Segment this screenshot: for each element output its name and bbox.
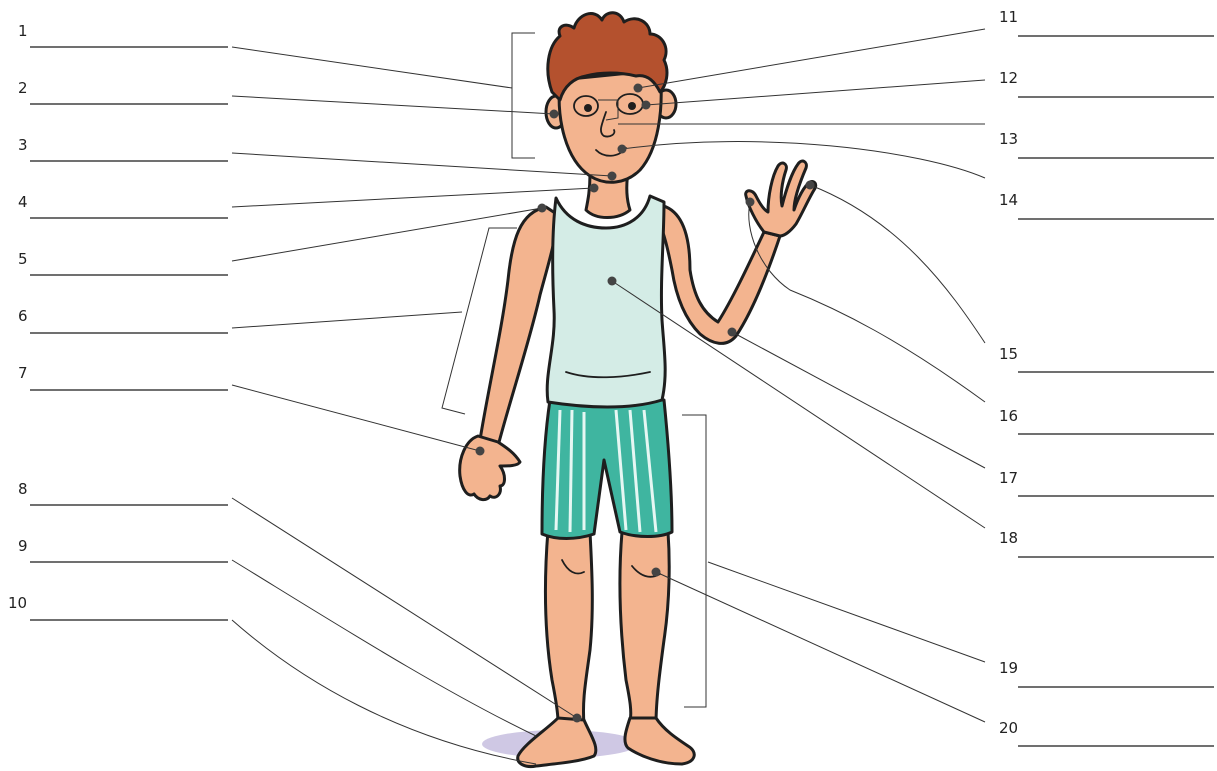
left-answer-blanks <box>30 47 228 620</box>
head-bracket <box>512 33 535 158</box>
pointer-dot-15 <box>806 181 815 190</box>
right-leg <box>620 532 669 724</box>
pointer-dot-20 <box>652 568 661 577</box>
leader-line-3 <box>232 153 612 176</box>
leg-bracket <box>682 415 706 707</box>
pointer-dot-4 <box>590 184 599 193</box>
label-number-1: 1 <box>18 22 28 40</box>
label-number-16: 16 <box>999 407 1018 425</box>
tank-top <box>547 196 665 407</box>
left-leg <box>545 530 592 724</box>
leader-line-5 <box>232 208 542 261</box>
label-number-15: 15 <box>999 345 1018 363</box>
boy-illustration <box>460 13 816 767</box>
label-number-5: 5 <box>18 250 28 268</box>
label-number-20: 20 <box>999 719 1018 737</box>
label-number-18: 18 <box>999 529 1018 547</box>
pointer-dot-2 <box>550 110 559 119</box>
label-number-3: 3 <box>18 136 28 154</box>
label-number-2: 2 <box>18 79 28 97</box>
leader-line-11 <box>638 29 985 88</box>
leader-line-9 <box>232 560 536 736</box>
pointer-dot-8 <box>573 714 582 723</box>
pointer-dot-7 <box>476 447 485 456</box>
label-number-4: 4 <box>18 193 28 211</box>
left-hand <box>460 436 520 500</box>
leader-line-6 <box>232 312 462 328</box>
right-answer-blanks <box>1018 36 1214 746</box>
pointer-dot-17 <box>728 328 737 337</box>
label-number-14: 14 <box>999 191 1018 209</box>
pointer-dot-12 <box>642 101 651 110</box>
leader-line-19 <box>708 562 985 662</box>
label-number-12: 12 <box>999 69 1018 87</box>
right-hand <box>746 161 816 236</box>
pointer-dot-14 <box>618 145 627 154</box>
label-number-10: 10 <box>8 594 27 612</box>
right-foot <box>625 718 694 764</box>
left-foot <box>518 718 596 767</box>
left-pupil <box>584 104 592 112</box>
label-number-13: 13 <box>999 130 1018 148</box>
label-number-8: 8 <box>18 480 28 498</box>
label-number-17: 17 <box>999 469 1018 487</box>
shorts <box>542 400 672 539</box>
label-number-9: 9 <box>18 537 28 555</box>
leader-line-15 <box>810 185 985 343</box>
leader-line-7 <box>232 385 480 451</box>
leader-line-20 <box>656 572 985 722</box>
pointer-dot-5 <box>538 204 547 213</box>
right-pupil <box>628 102 636 110</box>
label-number-11: 11 <box>999 8 1018 26</box>
right-labels: 11 12 13 14 15 16 17 18 19 20 <box>999 8 1018 737</box>
label-number-19: 19 <box>999 659 1018 677</box>
leader-line-17 <box>732 332 985 468</box>
left-labels: 1 2 3 4 5 6 7 8 9 10 <box>8 22 28 612</box>
leader-line-1 <box>232 47 512 88</box>
leader-line-12 <box>646 80 985 105</box>
label-number-6: 6 <box>18 307 28 325</box>
pointer-dot-3 <box>608 172 617 181</box>
label-number-7: 7 <box>18 364 28 382</box>
pointer-dot-16 <box>746 198 755 207</box>
leader-line-2 <box>232 96 554 114</box>
left-arm <box>480 207 558 446</box>
pointer-dot-18 <box>608 277 617 286</box>
pointer-dot-11 <box>634 84 643 93</box>
leader-line-8 <box>232 498 577 718</box>
